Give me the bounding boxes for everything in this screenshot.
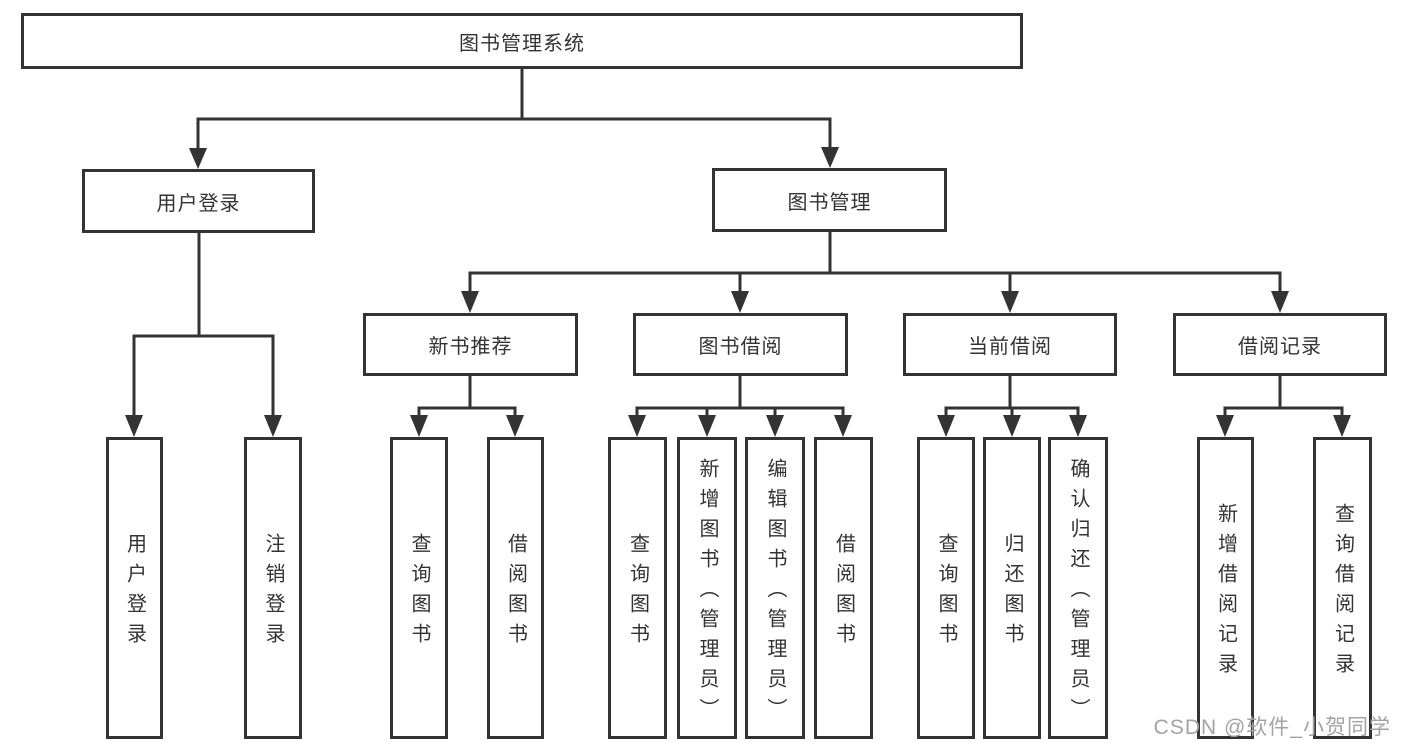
leaf-current-query-books-label: 查询图书 xyxy=(935,533,957,653)
leaf-borrow-edit-books-admin: 编辑图书（管理员） xyxy=(745,437,805,739)
node-borrow-records-label: 借阅记录 xyxy=(1238,336,1322,358)
node-current-borrow: 当前借阅 xyxy=(903,313,1117,376)
leaf-borrow-add-books-admin-label: 新增图书（管理员） xyxy=(696,458,718,728)
leaf-current-confirm-return-admin: 确认归还（管理员） xyxy=(1048,437,1108,739)
leaf-current-query-books: 查询图书 xyxy=(917,437,975,739)
leaf-borrow-borrow-books: 借阅图书 xyxy=(814,437,873,739)
leaf-logout: 注销登录 xyxy=(244,437,302,739)
leaf-recommend-query-books: 查询图书 xyxy=(390,437,448,739)
node-new-book-recommend: 新书推荐 xyxy=(363,313,578,376)
leaf-logout-label: 注销登录 xyxy=(262,533,284,653)
leaf-borrow-query-books: 查询图书 xyxy=(608,437,667,739)
leaf-borrow-edit-books-admin-label: 编辑图书（管理员） xyxy=(764,458,786,728)
node-root-system: 图书管理系统 xyxy=(21,13,1023,69)
node-current-borrow-label: 当前借阅 xyxy=(968,336,1052,358)
node-book-borrow-label: 图书借阅 xyxy=(698,336,783,358)
leaf-user-login: 用户登录 xyxy=(106,437,163,739)
node-new-book-recommend-label: 新书推荐 xyxy=(428,336,513,358)
leaf-records-add-record: 新增借阅记录 xyxy=(1197,437,1254,739)
leaf-records-query-record: 查询借阅记录 xyxy=(1313,437,1372,739)
leaf-current-return-books-label: 归还图书 xyxy=(1001,533,1023,653)
leaf-current-return-books: 归还图书 xyxy=(983,437,1041,739)
leaf-records-query-record-label: 查询借阅记录 xyxy=(1331,503,1354,683)
node-user-login-label: 用户登录 xyxy=(156,192,241,215)
leaf-recommend-query-books-label: 查询图书 xyxy=(408,533,430,653)
node-book-borrow: 图书借阅 xyxy=(633,313,848,376)
leaf-borrow-add-books-admin: 新增图书（管理员） xyxy=(677,437,737,739)
node-book-management-label: 图书管理 xyxy=(787,191,872,214)
node-root-label: 图书管理系统 xyxy=(459,32,585,55)
leaf-recommend-borrow-books-label: 借阅图书 xyxy=(504,533,527,653)
node-book-management: 图书管理 xyxy=(712,168,947,232)
leaf-user-login-label: 用户登录 xyxy=(123,533,146,653)
leaf-borrow-borrow-books-label: 借阅图书 xyxy=(832,533,855,653)
leaf-current-confirm-return-admin-label: 确认归还（管理员） xyxy=(1067,458,1089,728)
node-borrow-records: 借阅记录 xyxy=(1173,313,1387,376)
node-user-login: 用户登录 xyxy=(82,169,315,233)
leaf-borrow-query-books-label: 查询图书 xyxy=(626,533,649,653)
watermark: CSDN @软件_小贺同学 xyxy=(1153,716,1391,739)
leaf-recommend-borrow-books: 借阅图书 xyxy=(487,437,544,739)
leaf-records-add-record-label: 新增借阅记录 xyxy=(1214,503,1237,683)
